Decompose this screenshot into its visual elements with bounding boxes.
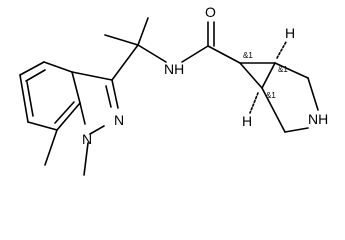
hydrogen-top-label: H	[285, 25, 295, 41]
stereo-label-1: &1	[243, 51, 253, 60]
ring-nitrogen-label: N	[114, 112, 124, 128]
molecule-structure: O NH N N NH H H &1 &1 &1	[19, 4, 328, 176]
methyl-bond-benzene	[44, 129, 58, 166]
stereo-label-2: &1	[278, 65, 288, 74]
methyl-nitrogen-label: N	[82, 131, 92, 147]
stereo-label-3: &1	[266, 91, 276, 100]
hydrogen-bottom-label: H	[242, 113, 252, 129]
methyl-bond-n1	[83, 142, 89, 176]
oxygen-label: O	[205, 4, 216, 20]
benzene-ring	[19, 61, 81, 131]
gem-dimethyl-carbon	[104, 17, 167, 81]
pyrrolidine-nh-label: NH	[308, 111, 328, 127]
pyrazole-ring	[71, 71, 119, 135]
amide-group	[181, 21, 241, 64]
bicyclic-ring	[239, 41, 319, 133]
amide-nh-label: NH	[164, 61, 184, 77]
